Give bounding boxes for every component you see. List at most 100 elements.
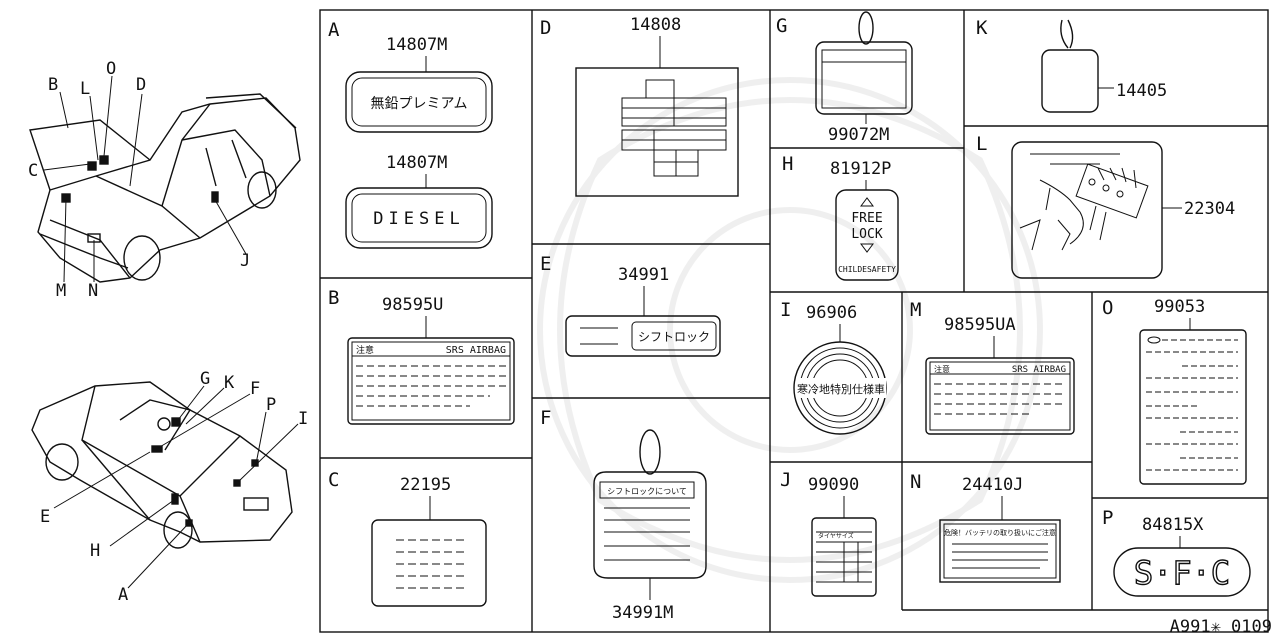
- part-number-99072m: 99072M: [828, 125, 889, 145]
- callout-bottom-g: G: [200, 369, 210, 389]
- car-top-callout-lines: [43, 75, 247, 283]
- callout-bottom-f: F: [250, 379, 260, 399]
- callout-bottom-h: H: [90, 541, 100, 561]
- child-lock-lock-text: LOCK: [851, 227, 882, 242]
- panel-letter-c: C: [328, 469, 339, 491]
- tire-size-label: [811, 517, 877, 597]
- panel-f: F シフトロックについて 34991M: [540, 407, 707, 623]
- part-number-14807m-2: 14807M: [386, 153, 447, 173]
- child-safety-text: CHILDESAFETY: [838, 265, 896, 274]
- car-bottom-illustration: [31, 381, 293, 549]
- panel-letter-b: B: [328, 287, 339, 309]
- callout-top-j: J: [240, 251, 250, 271]
- car-bottom-callout-letters: G K F P I E H A: [40, 369, 308, 605]
- premium-unleaded-text: 無鉛プレミアム: [370, 96, 467, 112]
- panel-letter-e: E: [540, 253, 551, 275]
- battery-warning-title: 危険！バッテリの取り扱いにご注意: [944, 528, 1056, 537]
- part-number-99053: 99053: [1154, 297, 1205, 317]
- panel-letter-d: D: [540, 17, 551, 39]
- premium-unleaded-label: [345, 71, 493, 133]
- panel-grid: [319, 9, 1269, 633]
- emission-label: [371, 519, 487, 607]
- engine-vacuum-label: [1011, 141, 1163, 279]
- panel-l: L 22304: [976, 133, 1235, 279]
- car-bottom-callout-lines: [53, 385, 299, 589]
- callout-top-l: L: [80, 79, 90, 99]
- diesel-text: DIESEL: [373, 209, 464, 229]
- panel-letter-h: H: [782, 153, 793, 175]
- panel-c: C 22195: [328, 469, 487, 607]
- part-number-14405: 14405: [1116, 81, 1167, 101]
- panel-p: P 84815X S·F·C: [1102, 507, 1251, 597]
- panel-letter-i: I: [780, 299, 791, 321]
- panel-m: M 98595UA 注意 SRS AIRBAG: [910, 299, 1075, 435]
- panel-letter-n: N: [910, 471, 921, 493]
- srs-airbag-label: [347, 337, 515, 425]
- part-number-96906: 96906: [806, 303, 857, 323]
- callout-bottom-k: K: [224, 373, 235, 393]
- part-number-98595u: 98595U: [382, 295, 443, 315]
- shift-lock-label: [565, 315, 721, 357]
- battery-warning-label: [939, 519, 1061, 583]
- tire-pressure-label: [575, 67, 739, 197]
- panel-letter-o: O: [1102, 297, 1113, 319]
- part-number-34991m: 34991M: [612, 603, 673, 623]
- srs-airbag-label-m: [925, 357, 1075, 435]
- key-tag-label: [1041, 49, 1099, 113]
- part-number-24410j: 24410J: [962, 475, 1023, 495]
- panel-letter-k: K: [976, 17, 988, 39]
- callout-bottom-a: A: [118, 585, 128, 605]
- shift-lock-tag-title: シフトロックについて: [607, 487, 687, 496]
- panel-e: E 34991 シフトロック: [540, 253, 721, 357]
- callout-top-n: N: [88, 281, 98, 301]
- panel-letter-f: F: [540, 407, 551, 429]
- part-number-22304: 22304: [1184, 199, 1235, 219]
- srs-airbag-text: SRS AIRBAG: [446, 345, 506, 356]
- sfc-emblem-text: S·F·C: [1134, 554, 1230, 592]
- shift-lock-tag: [593, 471, 707, 579]
- callout-bottom-e: E: [40, 507, 50, 527]
- child-lock-free-text: FREE: [851, 211, 882, 226]
- panel-k: K 14405: [976, 17, 1167, 113]
- panel-letter-m: M: [910, 299, 921, 321]
- shift-lock-text: シフトロック: [638, 330, 710, 344]
- panel-i: I 96906 寒冷地特別仕様車: [780, 299, 887, 435]
- panel-d: D 14808: [540, 15, 739, 197]
- part-number-81912p: 81912P: [830, 159, 891, 179]
- diesel-label: [345, 187, 493, 249]
- panel-h: H 81912P FREE LOCK CHILDESAFETY: [782, 153, 899, 281]
- specification-label: [1139, 329, 1247, 485]
- panel-g: G 99072M: [776, 11, 913, 145]
- document-code: A991✳ 0109: [1170, 617, 1272, 637]
- tire-size-title: タイヤサイズ: [818, 532, 854, 540]
- sfc-emblem: [1113, 547, 1251, 597]
- panel-j: J 99090 タイヤサイズ: [780, 469, 877, 597]
- panel-letter-l: L: [976, 133, 987, 155]
- part-number-34991: 34991: [618, 265, 669, 285]
- panel-n: N 24410J 危険！バッテリの取り扱いにご注意: [910, 471, 1061, 583]
- panel-letter-a: A: [328, 19, 340, 41]
- callout-top-o: O: [106, 59, 116, 79]
- callout-top-d: D: [136, 75, 146, 95]
- car-top-illustration: [29, 93, 301, 283]
- panel-o: O 99053: [1102, 297, 1247, 485]
- part-number-14807m-1: 14807M: [386, 35, 447, 55]
- part-number-22195: 22195: [400, 475, 451, 495]
- panel-b: B 98595U 注意 SRS AIRBAG: [328, 287, 515, 425]
- panel-a: A 14807M 無鉛プレミアム 14807M DIESEL: [328, 19, 493, 249]
- part-number-98595ua: 98595UA: [944, 315, 1016, 335]
- panel-letter-j: J: [780, 469, 791, 491]
- srs-caution-text: 注意: [356, 344, 374, 356]
- car-top-callout-letters: B L O D C M N J: [28, 59, 250, 301]
- callout-top-c: C: [28, 161, 38, 181]
- callout-top-m: M: [56, 281, 66, 301]
- child-safety-lock-label: [835, 189, 899, 281]
- part-number-84815x: 84815X: [1142, 515, 1204, 535]
- panel-letter-g: G: [776, 15, 787, 37]
- callout-bottom-p: P: [266, 395, 276, 415]
- panel-letter-p: P: [1102, 507, 1113, 529]
- callout-bottom-i: I: [298, 409, 308, 429]
- srs-caution-text-m: 注意: [934, 364, 950, 374]
- cold-region-text: 寒冷地特別仕様車: [797, 382, 885, 396]
